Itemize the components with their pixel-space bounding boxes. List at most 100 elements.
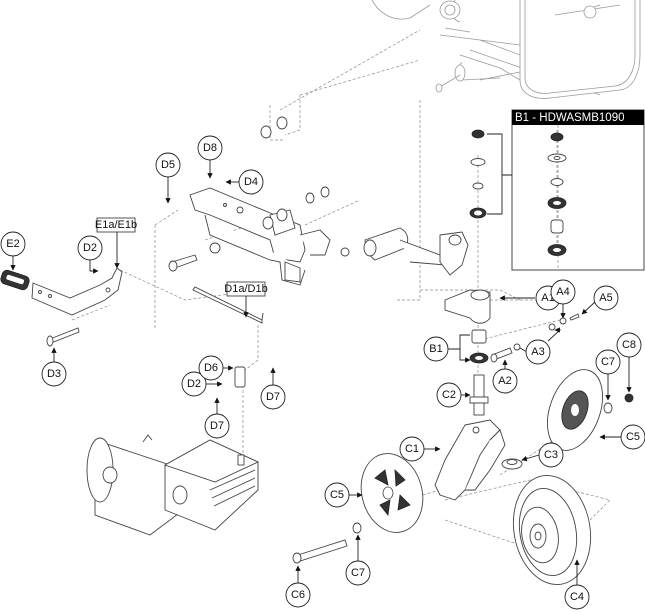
callout-c4: C4 [564, 559, 590, 610]
callout-label: D3 [47, 368, 61, 380]
callout-bubble [538, 442, 564, 468]
callout-leader [581, 301, 596, 315]
callout-label: E2 [6, 238, 19, 250]
linkage-block [234, 366, 246, 388]
anti-tip-bracket [0, 267, 123, 316]
callout-bubble [77, 235, 103, 261]
b1-parts-exploded [469, 129, 487, 219]
callout-bubble [181, 371, 207, 397]
callout-d4: D4 [225, 169, 264, 195]
callout-label: C5 [626, 431, 640, 443]
callout-bubble [620, 424, 645, 450]
callout-bubble [204, 413, 230, 439]
callout-d8: D8 [197, 135, 223, 179]
caster-wheel [512, 474, 592, 586]
callout-label: C6 [291, 589, 305, 601]
callout-label: A5 [599, 292, 612, 304]
callout-bubble [616, 332, 642, 358]
kit-box-label: B1 - HDWASMB1090 [515, 112, 625, 124]
svg-text:D1a/D1b: D1a/D1b [224, 283, 267, 295]
mount-bracket [189, 187, 331, 286]
callout-bubble [593, 285, 619, 311]
callout-label: C3 [544, 449, 558, 461]
callout-label: A4 [556, 286, 569, 298]
svg-text:E1a/E1b: E1a/E1b [95, 219, 137, 231]
callout-label: D8 [203, 142, 217, 154]
callout-bubble [155, 152, 181, 178]
callout-bubble [399, 436, 425, 462]
callout-label: C1 [405, 443, 419, 455]
callout-c2: C2 [436, 382, 471, 408]
callout-bubble [525, 339, 551, 365]
screw-d3 [46, 327, 80, 347]
kit-washer-small-icon [550, 178, 564, 186]
callout-label: C7 [601, 356, 615, 368]
kit-washer-icon [547, 153, 567, 163]
callout-label: C8 [622, 339, 636, 351]
callout-a5: A5 [581, 285, 619, 315]
callout-c3: C3 [521, 442, 564, 468]
callout-bubble [238, 169, 264, 195]
kit-box-b1: B1 - HDWASMB1090 [511, 109, 645, 271]
callout-c8: C8 [616, 332, 642, 393]
callout-c7b: C7 [595, 349, 621, 401]
callout-label: C4 [570, 591, 584, 603]
callout-c5b: C5 [599, 424, 645, 450]
callout-bubble [492, 368, 518, 394]
label-e1a-e1b: E1a/E1b [95, 217, 137, 269]
callout-c1: C1 [399, 436, 441, 462]
chair-frame [371, 0, 641, 99]
callout-label: A3 [531, 346, 544, 358]
callout-bubble [436, 382, 462, 408]
callout-bubble [550, 279, 576, 305]
callout-bubble [260, 384, 286, 410]
hub-cap-right [547, 369, 603, 451]
callout-b1: B1 [423, 334, 470, 362]
callout-d7a: D7 [204, 397, 230, 439]
kit-bearing-icon [547, 244, 567, 256]
callout-bubble [423, 336, 449, 362]
callout-bubble [564, 584, 590, 610]
b1-group-bracket [487, 133, 512, 215]
axle-nut [501, 458, 523, 470]
callout-label: D4 [244, 176, 258, 188]
callout-label: C7 [351, 567, 365, 579]
callout-leader [448, 334, 470, 360]
callout-label: D7 [266, 391, 280, 403]
caster-arm [363, 227, 469, 276]
caster-stem [469, 374, 489, 416]
gear-motor [86, 434, 260, 536]
callout-d7b: D7 [260, 367, 286, 410]
callout-label: D6 [204, 362, 218, 374]
callout-c7a: C7 [345, 534, 371, 586]
callout-label: C2 [442, 389, 456, 401]
callout-label: C5 [330, 489, 344, 501]
callout-a4: A4 [550, 279, 576, 319]
kit-spacer-icon [550, 219, 564, 234]
frame-bushings [209, 116, 350, 257]
callout-label: D2 [187, 378, 201, 390]
callout-leader [89, 260, 99, 274]
kit-box-header [512, 110, 644, 125]
callout-bubble [595, 349, 621, 375]
callout-d3: D3 [41, 347, 67, 387]
caster-housing [444, 289, 491, 324]
callout-label: D5 [161, 159, 175, 171]
callout-bubble [324, 482, 350, 508]
callout-leader [521, 454, 540, 462]
kit-nut-icon [550, 132, 564, 142]
callout-bubble [197, 135, 223, 161]
callout-bubble [0, 231, 26, 257]
callout-d5: D5 [155, 152, 181, 204]
callout-label: A2 [498, 375, 511, 387]
callout-bubble [345, 560, 371, 586]
callout-a2: A2 [492, 359, 518, 394]
callout-d2b: D2 [181, 371, 223, 397]
callout-bubble [41, 361, 67, 387]
callout-d6: D6 [198, 355, 234, 381]
callout-label: D7 [210, 420, 224, 432]
callout-c5a: C5 [324, 482, 363, 508]
callout-a3: A3 [519, 330, 562, 365]
callout-bubble [285, 582, 311, 608]
